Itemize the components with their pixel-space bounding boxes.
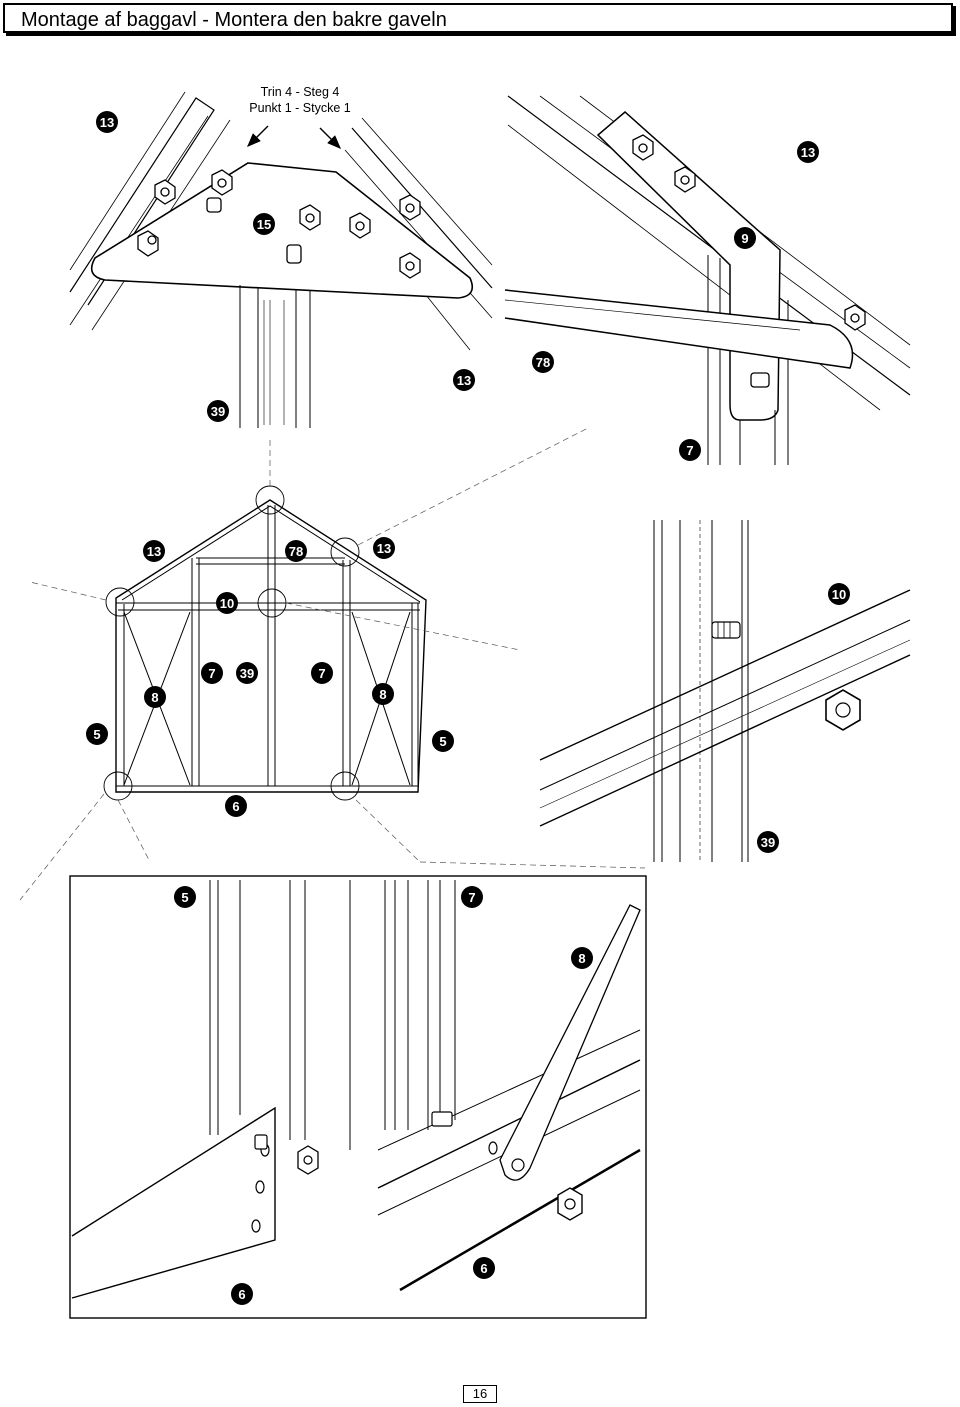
callout-badge: 13 [797,141,819,163]
svg-text:10: 10 [220,596,234,611]
callout-badge: 13 [143,540,165,562]
svg-text:7: 7 [208,666,215,681]
svg-text:7: 7 [318,666,325,681]
svg-text:6: 6 [232,799,239,814]
svg-text:13: 13 [147,544,161,559]
svg-text:13: 13 [801,145,815,160]
svg-text:78: 78 [289,544,303,559]
callout-badge: 78 [285,540,307,562]
svg-text:6: 6 [238,1287,245,1302]
callout-badge: 13 [373,537,395,559]
title-bar: Montage af baggavl - Montera den bakre g… [3,3,953,33]
bottom-detail-frame [69,875,647,1319]
svg-text:15: 15 [257,217,271,232]
callout-badge: 13 [96,111,118,133]
detail-apex-bracket [69,91,493,428]
callout-badge: 7 [311,662,333,684]
svg-text:39: 39 [240,666,254,681]
leader-lines [19,427,646,901]
svg-text:9: 9 [741,231,748,246]
gable-frame-overview [103,485,427,801]
callout-badge: 8 [144,686,166,708]
callout-badge: 13 [453,369,475,391]
svg-text:10: 10 [832,587,846,602]
callout-badge: 6 [473,1257,495,1279]
callout-badge: 6 [225,795,247,817]
detail-mid-beam [539,520,911,862]
callout-badge: 9 [734,227,756,249]
svg-text:13: 13 [457,373,471,388]
callout-badge: 5 [86,723,108,745]
svg-text:13: 13 [377,541,391,556]
svg-text:8: 8 [578,951,585,966]
step-label-line2: Punkt 1 - Stycke 1 [249,101,351,115]
svg-text:7: 7 [686,443,693,458]
callout-badges: 13 15 39 13 13 9 78 7 13 78 13 10 7 39 7… [86,111,850,1305]
callout-badge: 6 [231,1283,253,1305]
svg-text:8: 8 [151,690,158,705]
svg-text:39: 39 [211,404,225,419]
detail-base-corner [71,880,641,1299]
callout-badge: 5 [174,886,196,908]
callout-badge: 10 [828,583,850,605]
svg-text:5: 5 [181,890,188,905]
callout-badge: 7 [201,662,223,684]
callout-badge: 8 [571,947,593,969]
detail-eave-bracket [504,95,911,465]
svg-text:78: 78 [536,355,550,370]
svg-text:5: 5 [439,734,446,749]
callout-badge: 5 [432,730,454,752]
page-title: Montage af baggavl - Montera den bakre g… [21,9,447,31]
callout-badge: 7 [461,886,483,908]
step-label-line1: Trin 4 - Steg 4 [260,85,340,99]
callout-badge: 39 [757,831,779,853]
callout-badge: 78 [532,351,554,373]
callout-badge: 8 [372,683,394,705]
svg-text:7: 7 [468,890,475,905]
callout-badge: 39 [207,400,229,422]
svg-text:13: 13 [100,115,114,130]
svg-text:6: 6 [480,1261,487,1276]
callout-badge: 7 [679,439,701,461]
svg-text:8: 8 [379,687,386,702]
callout-badge: 15 [253,213,275,235]
svg-text:39: 39 [761,835,775,850]
svg-text:5: 5 [93,727,100,742]
callout-badge: 39 [236,662,258,684]
callout-badge: 10 [216,592,238,614]
page-number: 16 [463,1385,497,1403]
step-label: Trin 4 - Steg 4 Punkt 1 - Stycke 1 [230,84,370,116]
